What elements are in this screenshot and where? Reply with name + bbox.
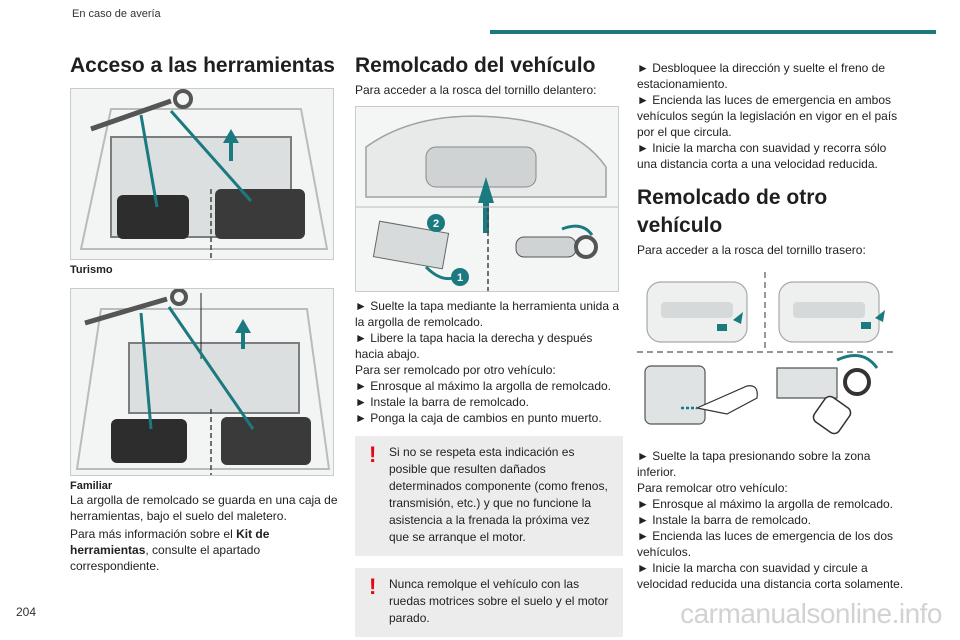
page-number: 204 bbox=[16, 605, 37, 619]
caption-estate: Familiar bbox=[70, 480, 113, 492]
cont-step-2: ► Encienda las luces de emergencia en am… bbox=[637, 93, 898, 139]
svg-text:2: 2 bbox=[433, 218, 439, 230]
front-bumper-illustration: 2 1 bbox=[355, 106, 619, 292]
title-tools-access: Acceso a las herramientas bbox=[70, 54, 335, 77]
column-towing-other: ► Desbloquee la dirección y suelte el fr… bbox=[637, 60, 905, 592]
tow-other-step-1: ► Enrosque al máximo la argolla de remol… bbox=[637, 497, 894, 511]
towed-step-3: ► Ponga la caja de cambios en punto muer… bbox=[355, 411, 602, 425]
tow-other-step-3: ► Encienda las luces de emergencia de lo… bbox=[637, 529, 894, 559]
warning-icon: ! bbox=[369, 442, 377, 467]
front-access-intro: Para acceder a la rosca del tornillo del… bbox=[355, 83, 597, 97]
front-step-1: ► Suelte la tapa mediante la herramienta… bbox=[355, 299, 620, 329]
tow-other-step-2: ► Instale la barra de remolcado. bbox=[637, 513, 811, 527]
watermark: carmanualsonline.info bbox=[680, 598, 942, 629]
tools-location-text: La argolla de remolcado se guarda en una… bbox=[70, 493, 338, 523]
front-steps: ► Suelte la tapa mediante la herramienta… bbox=[355, 298, 623, 426]
rear-step-1: ► Suelte la tapa presionando sobre la zo… bbox=[637, 449, 871, 479]
rear-access-intro: Para acceder a la rosca del tornillo tra… bbox=[637, 243, 866, 257]
warning-icon: ! bbox=[369, 574, 377, 599]
tow-other-intro: Para remolcar otro vehículo: bbox=[637, 481, 788, 495]
warning-text-brakes: Si no se respeta esta indicación es posi… bbox=[389, 445, 608, 544]
kit-ref-pre: Para más información sobre el bbox=[70, 527, 237, 541]
front-step-2: ► Libere la tapa hacia la derecha y desp… bbox=[355, 331, 593, 361]
section-header: En caso de avería bbox=[72, 8, 161, 20]
title-vehicle-towing: Remolcado del vehículo bbox=[355, 54, 596, 77]
column-vehicle-towing: Remolcado del vehículo Para acceder a la… bbox=[355, 52, 623, 637]
warning-box-brakes: ! Si no se respeta esta indicación es po… bbox=[355, 436, 623, 556]
header-accent-bar bbox=[490, 30, 936, 34]
rear-bumper-illustration bbox=[637, 268, 893, 436]
towed-step-1: ► Enrosque al máximo la argolla de remol… bbox=[355, 379, 612, 393]
title-towing-other: Remolcado de otro vehículo bbox=[637, 186, 828, 237]
column-tools-access: Acceso a las herramientas Turismo bbox=[70, 52, 338, 574]
caption-sedan: Turismo bbox=[70, 264, 113, 276]
kit-ref-post: , consulte el apartado correspondiente. bbox=[70, 543, 261, 573]
kit-ref-bold: Kit de herramientas bbox=[70, 527, 270, 557]
estate-trunk-illustration bbox=[70, 288, 334, 476]
tow-other-step-4: ► Inicie la marcha con suavidad y circul… bbox=[637, 561, 904, 591]
svg-text:1: 1 bbox=[457, 272, 463, 284]
warning-text-drive-wheels: Nunca remolque el vehículo con las rueda… bbox=[389, 577, 609, 625]
warning-box-drive-wheels: ! Nunca remolque el vehículo con las rue… bbox=[355, 568, 623, 637]
cont-step-1: ► Desbloquee la dirección y suelte el fr… bbox=[637, 61, 886, 91]
towed-step-2: ► Instale la barra de remolcado. bbox=[355, 395, 529, 409]
sedan-trunk-illustration bbox=[70, 88, 334, 260]
cont-step-3: ► Inicie la marcha con suavidad y recorr… bbox=[637, 141, 887, 171]
tools-kit-reference: Para más información sobre el Kit de her… bbox=[70, 526, 338, 574]
towed-intro: Para ser remolcado por otro vehículo: bbox=[355, 363, 556, 377]
rear-steps: ► Suelte la tapa presionando sobre la zo… bbox=[637, 448, 905, 592]
